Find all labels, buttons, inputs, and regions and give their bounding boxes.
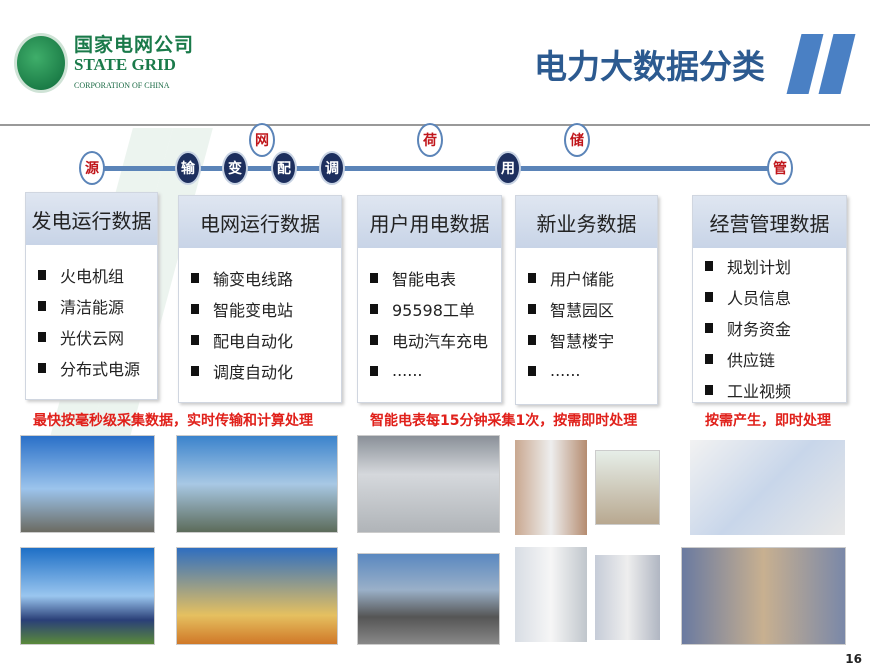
- category-item-label: 火电机组: [60, 266, 125, 286]
- category-item-label: 智能电表: [392, 269, 457, 289]
- category-item: 用户储能: [528, 262, 657, 293]
- category-item-label: 电动汽车充电: [392, 331, 489, 351]
- timeline-node: 源: [79, 151, 105, 185]
- category-item: 分布式电源: [38, 352, 157, 383]
- category-item-label: ......: [392, 361, 423, 380]
- category-item: 火电机组: [38, 259, 157, 290]
- category-title: 用户用电数据: [358, 196, 501, 248]
- category-item-label: 光伏云网: [60, 328, 125, 348]
- category-card: 经营管理数据规划计划人员信息财务资金供应链工业视频: [692, 195, 847, 403]
- category-item: 输变电线路: [191, 262, 341, 293]
- note-meter: 智能电表每15分钟采集1次，按需即时处理: [370, 413, 638, 429]
- category-item-label: 智慧楼宇: [550, 331, 615, 351]
- chevron-decoration-icon: [818, 34, 856, 94]
- category-item-label: 规划计划: [727, 257, 792, 277]
- timeline-node: 配: [271, 151, 297, 185]
- category-item: 清洁能源: [38, 290, 157, 321]
- category-item: ......: [528, 355, 657, 386]
- category-item-label: 输变电线路: [213, 269, 294, 289]
- timeline-node: 调: [319, 151, 345, 185]
- category-item-label: 人员信息: [727, 288, 792, 308]
- timeline-node: 用: [495, 151, 521, 185]
- category-item: 配电自动化: [191, 324, 341, 355]
- category-item-label: 调度自动化: [213, 362, 294, 382]
- category-item-label: 配电自动化: [213, 331, 294, 351]
- logo-chinese: 国家电网公司: [74, 34, 195, 56]
- interior-photo: [595, 450, 660, 525]
- category-item-label: 智慧园区: [550, 300, 615, 320]
- solar-wind-photo: [20, 547, 155, 645]
- category-item-label: 财务资金: [727, 319, 792, 339]
- smart-building-illustration: [515, 547, 587, 642]
- timeline-node: 管: [767, 151, 793, 185]
- transmission-tower-photo: [176, 547, 338, 645]
- category-item: 调度自动化: [191, 355, 341, 386]
- business-chart-illustration: [690, 440, 845, 535]
- category-item-label: 清洁能源: [60, 297, 125, 317]
- timeline-node: 储: [564, 123, 590, 157]
- chevron-decoration-icon: [786, 34, 824, 94]
- warehouse-photo: [681, 547, 846, 645]
- timeline-node: 输: [175, 151, 201, 185]
- power-plant-photo: [20, 435, 155, 533]
- category-card: 电网运行数据输变电线路智能变电站配电自动化调度自动化: [178, 195, 342, 403]
- category-item-label: 95598工单: [392, 300, 475, 320]
- ev-charging-photo: [357, 553, 500, 645]
- category-item: 财务资金: [705, 312, 846, 343]
- category-title: 电网运行数据: [179, 196, 341, 248]
- smart-meter-photo: [357, 435, 500, 533]
- category-item-label: 智能变电站: [213, 300, 294, 320]
- logo-english: STATE GRID: [74, 55, 176, 74]
- category-item-label: 工业视频: [727, 381, 792, 401]
- page-title: 电力大数据分类: [534, 47, 765, 86]
- category-item-label: 分布式电源: [60, 359, 141, 379]
- category-item-label: 用户储能: [550, 269, 615, 289]
- timeline-node: 变: [222, 151, 248, 185]
- category-item: 工业视频: [705, 374, 846, 405]
- category-item: 95598工单: [370, 293, 501, 324]
- building-illustration: [595, 555, 660, 640]
- category-title: 经营管理数据: [693, 196, 846, 248]
- category-item: ......: [370, 355, 501, 386]
- category-item: 人员信息: [705, 281, 846, 312]
- category-item: 智能电表: [370, 262, 501, 293]
- category-item: 智慧园区: [528, 293, 657, 324]
- note-generation: 最快按毫秒级采集数据，实时传输和计算处理: [33, 413, 313, 429]
- page-number: 16: [845, 652, 862, 666]
- timeline-node: 网: [249, 123, 275, 157]
- category-item: 电动汽车充电: [370, 324, 501, 355]
- category-item: 光伏云网: [38, 321, 157, 352]
- category-title: 发电运行数据: [26, 193, 157, 245]
- category-card: 新业务数据用户储能智慧园区智慧楼宇......: [515, 195, 658, 405]
- category-item-label: 供应链: [727, 350, 776, 370]
- logo-subtitle: CORPORATION OF CHINA: [74, 81, 170, 90]
- state-grid-logo-emblem: [14, 33, 68, 93]
- category-item: 智能变电站: [191, 293, 341, 324]
- category-item: 供应链: [705, 343, 846, 374]
- category-item-label: ......: [550, 361, 581, 380]
- category-item: 规划计划: [705, 250, 846, 281]
- category-card: 用户用电数据智能电表 95598工单电动汽车充电......: [357, 195, 502, 403]
- category-title: 新业务数据: [516, 196, 657, 248]
- timeline-arrow: [90, 166, 780, 171]
- substation-photo: [176, 435, 338, 533]
- building-illustration: [515, 440, 587, 535]
- category-item: 智慧楼宇: [528, 324, 657, 355]
- note-management: 按需产生，即时处理: [705, 413, 831, 429]
- timeline-node: 荷: [417, 123, 443, 157]
- category-card: 发电运行数据火电机组清洁能源光伏云网分布式电源: [25, 192, 158, 400]
